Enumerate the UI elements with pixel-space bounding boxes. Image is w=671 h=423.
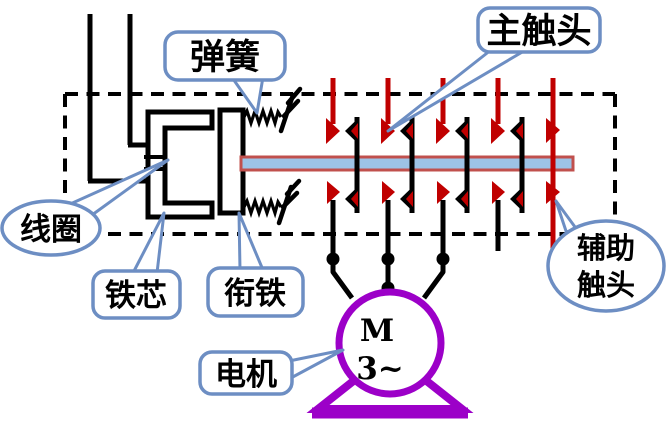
motor-letter: M — [360, 313, 394, 349]
load-contact-tip — [382, 181, 395, 204]
bridge-top-tip-core — [461, 123, 468, 139]
bridge-bottom-tip-core — [461, 191, 468, 207]
load-contact-tip — [492, 181, 505, 204]
callout-bubble — [163, 30, 287, 82]
callout-bubble — [198, 350, 294, 396]
spring-bottom-assembly — [242, 178, 302, 226]
bridge-bottom-tip-core — [351, 191, 358, 207]
fixed-contact-tip — [491, 118, 505, 144]
main-contact-pole — [326, 78, 360, 259]
load-contact-tip — [327, 181, 340, 204]
iron-core-shape — [145, 109, 215, 220]
bridge-top-tip-core — [351, 123, 358, 139]
wall-hatch — [284, 178, 302, 197]
callout-tail — [237, 211, 265, 272]
callout-label-line1: 辅助 — [577, 231, 635, 265]
callout-spring: 弹簧 — [163, 30, 287, 115]
callout-label: 线圈 — [20, 212, 82, 248]
aux-contact-tip-top — [546, 118, 560, 143]
load-contact-tip — [437, 181, 450, 204]
callout-label: 弹簧 — [190, 37, 260, 78]
main-contact-pole — [491, 78, 525, 251]
aux-contact — [546, 78, 560, 253]
spring-top — [242, 105, 283, 129]
junction-dot — [326, 252, 340, 266]
aux-contact-tip-bottom — [546, 181, 560, 204]
callout-label-line2: 触头 — [577, 268, 635, 302]
bridge-top-tip-core — [516, 123, 523, 139]
spring-top-assembly — [242, 86, 303, 134]
callout-aux-contact: 辅助 触头 — [546, 199, 666, 313]
callout-motor: 电机 — [198, 348, 345, 396]
motor-symbol: M 3~ — [306, 288, 474, 419]
callout-armature: 衔铁 — [206, 211, 305, 318]
wall-hatch — [281, 98, 301, 119]
callout-tail — [131, 211, 166, 275]
bridge-top-tip-core — [406, 123, 413, 139]
junction-dot — [436, 252, 450, 266]
fixed-contact-tip — [326, 118, 340, 144]
bridge-bottom-tip-core — [406, 191, 413, 207]
callout-label: 铁芯 — [105, 278, 167, 314]
spring-bottom — [242, 195, 283, 219]
motor-circle — [335, 288, 445, 398]
callout-coil: 线圈 — [0, 158, 170, 257]
callout-bubble — [0, 199, 102, 257]
callout-bubble — [476, 6, 602, 54]
callout-bubble — [546, 219, 666, 313]
callout-tail — [386, 44, 526, 133]
callout-label: 衔铁 — [224, 276, 286, 312]
junction-dot — [381, 252, 395, 266]
wall-hatch — [280, 190, 300, 210]
callout-label: 主触头 — [486, 11, 591, 52]
callout-label: 电机 — [215, 357, 277, 393]
callout-bubble — [206, 266, 305, 318]
callout-bubble — [91, 269, 182, 320]
fixed-contact-tip — [436, 118, 450, 144]
main-contact-pole — [436, 78, 470, 259]
wall-hatch — [285, 86, 303, 106]
main-contact-pole — [381, 78, 415, 259]
motor-phase: 3~ — [356, 351, 404, 387]
callout-main-contact: 主触头 — [386, 6, 602, 133]
callout-tail — [287, 348, 345, 381]
bridge-bottom-tip-core — [516, 191, 523, 207]
callout-iron-core: 铁芯 — [91, 211, 182, 320]
contact-crossbar — [239, 155, 575, 172]
